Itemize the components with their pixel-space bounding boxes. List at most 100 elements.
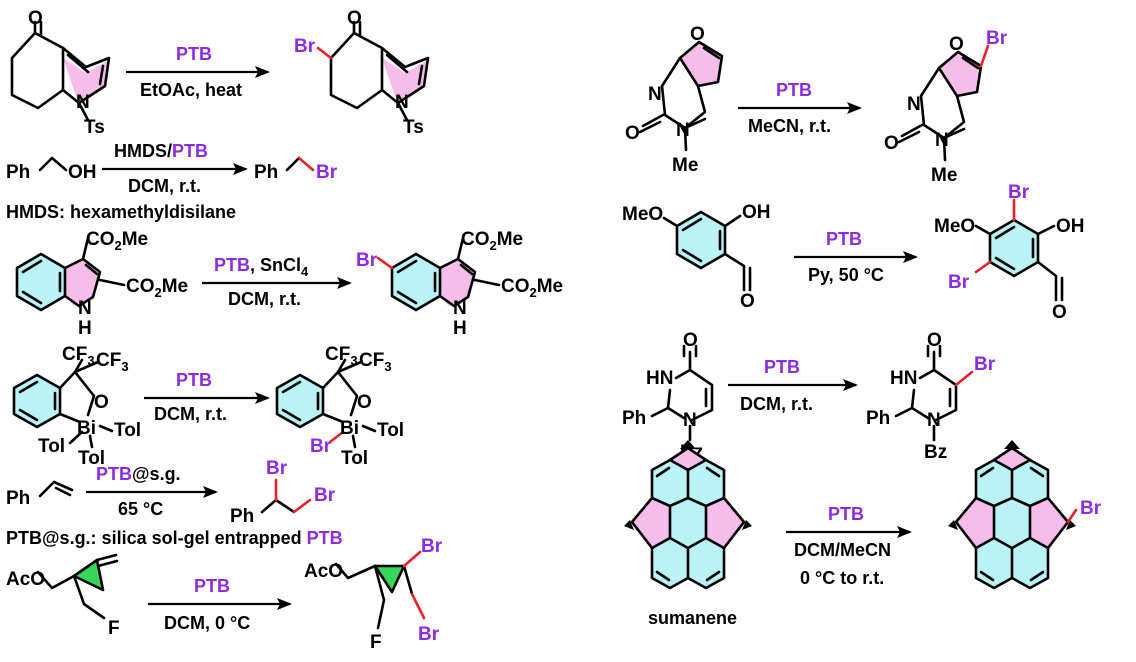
reagent-ptb: PTB (828, 504, 864, 524)
methyl-label: Me (931, 165, 957, 186)
tolyl-label: Tol (341, 448, 368, 469)
reagent-ptb: PTB (764, 357, 800, 377)
bromine-label: Br (418, 624, 440, 645)
carbonyl-o: O (625, 123, 640, 144)
benzyl-alcohol-reactant: Ph OH (6, 156, 97, 183)
phenyl-label: Ph (254, 162, 278, 183)
dibromo-methoxysalicylaldehyde-product: Br Br MeO OH O (934, 182, 1085, 323)
carbonyl-o: O (927, 330, 942, 351)
indole-n: N (395, 92, 409, 113)
cf3-label-left: CF3 (325, 344, 358, 368)
bromo-furopyrimidinone-product: Br O N O N Me (884, 28, 1008, 186)
arrow-6: PTB DCM, 0 °C (148, 576, 292, 633)
tetrahydroindolone-reactant: O N Ts (10, 8, 111, 138)
sumanene-label: sumanene (648, 608, 737, 628)
pyrimidine-n: N (648, 84, 662, 105)
dibromo-cyclopropane-product: AcO Br Br F (304, 536, 443, 653)
carbonyl-o: O (884, 133, 899, 154)
arrow-7: PTB MeCN, r.t. (738, 80, 862, 136)
conditions: DCM/MeCN (794, 540, 891, 560)
sumanene-reactant: sumanene (624, 440, 752, 628)
reaction-8: MeO OH O PTB Py, 50 °C Br Br MeO OH (622, 182, 1085, 323)
tolyl-label: Tol (114, 420, 141, 441)
furopyrimidinone-reactant: O N O N Me (625, 24, 724, 176)
bromine-label: Br (974, 354, 996, 375)
bromine-label: Br (948, 272, 970, 293)
indole-h: H (78, 318, 92, 339)
arrow-4: PTB DCM, r.t. (144, 370, 270, 424)
conditions: DCM, 0 °C (164, 613, 250, 633)
pyrimidine-n: N (927, 410, 941, 431)
ester-label-right: CO2Me (501, 276, 563, 300)
tosyl-label: Ts (84, 117, 105, 138)
aldehyde-o: O (1052, 302, 1067, 323)
reagent-ptb: PTB (194, 576, 230, 596)
acetoxy-label: AcO (6, 569, 45, 590)
methoxy-label: MeO (934, 216, 975, 237)
reaction-1: O N Ts PTB EtOAc, heat Br O N Ts (10, 8, 430, 138)
furan-o: O (690, 24, 705, 45)
reaction-9: O HN Ph N Bz PTB DCM, r.t. Br O HN Ph (622, 330, 996, 463)
ptbsg-note: PTB@s.g.: silica sol-gel entrapped PTB (6, 528, 343, 548)
reagent-ptb: PTB (826, 229, 862, 249)
tolyl-label: Tol (78, 448, 105, 469)
indole-diester-reactant: CO2Me CO2Me N H (15, 229, 188, 339)
reaction-4: CF3 CF3 O Bi Tol Tol Tol PTB DCM, r.t. C… (12, 344, 404, 469)
conditions: DCM, r.t. (128, 176, 201, 196)
pyrimidine-n: N (676, 120, 690, 141)
bromine-label: Br (266, 458, 288, 479)
indole-n: N (78, 298, 92, 319)
bromine-label: Br (294, 36, 316, 57)
arrow-5: PTB@s.g. 65 °C (86, 464, 218, 519)
conditions: DCM, r.t. (740, 394, 813, 414)
bromosumanene-product: Br (948, 440, 1102, 590)
bromine-label: Br (310, 436, 332, 457)
ester-label-right: CO2Me (126, 276, 188, 300)
fluorine-label: F (108, 618, 120, 639)
bromo-bismuth-product: CF3 CF3 O Bi Tol Br Tol (275, 344, 404, 469)
reaction-6: AcO F PTB DCM, 0 °C AcO Br Br F (6, 536, 443, 653)
tolyl-label: Tol (38, 436, 65, 457)
styrene-dibromide-product: Br Br Ph (230, 458, 336, 527)
pyrimidine-n: N (907, 94, 921, 115)
styrene-reactant: Ph (6, 480, 74, 509)
indole-n: N (76, 92, 90, 113)
arrow-10: PTB DCM/MeCN 0 °C to r.t. (786, 504, 912, 588)
reaction-10: sumanene PTB DCM/MeCN 0 °C to r.t. (624, 440, 1102, 628)
furan-o: O (949, 34, 964, 55)
ester-label-top: CO2Me (461, 229, 523, 253)
bismuth-label: Bi (340, 418, 359, 439)
ketone-o: O (28, 8, 43, 29)
reaction-3: CO2Me CO2Me N H PTB, SnCl4 DCM, r.t. Br … (15, 229, 563, 339)
hydroxyl-label: OH (742, 202, 771, 223)
conditions: MeCN, r.t. (748, 116, 831, 136)
hmds-note: HMDS: hexamethyldisilane (6, 202, 236, 222)
indole-n: N (453, 298, 467, 319)
tosyl-label: Ts (403, 117, 424, 138)
phenyl-label: Ph (6, 162, 30, 183)
bromine-label: Br (986, 28, 1008, 49)
arrow-3: PTB, SnCl4 DCM, r.t. (202, 255, 352, 309)
conditions: 65 °C (118, 499, 163, 519)
phenyl-label: Ph (6, 488, 30, 509)
reagent-ptb-sg: PTB@s.g. (96, 464, 181, 484)
bromo-tetrahydroindolone-product: Br O N Ts (294, 8, 430, 138)
oxygen-label: O (357, 392, 372, 413)
reagent-ptb: PTB (176, 44, 212, 64)
carbonyl-o: O (683, 330, 698, 351)
ester-label-top: CO2Me (86, 229, 148, 253)
reaction-7: O N O N Me PTB MeCN, r.t. Br O N O N (625, 24, 1008, 186)
bromine-label: Br (356, 250, 378, 271)
bromine-label: Br (421, 536, 443, 557)
bromine-label: Br (1080, 498, 1102, 519)
conditions: Py, 50 °C (808, 265, 884, 285)
bismuth-label: Bi (77, 418, 96, 439)
phenyl-label: Ph (230, 506, 254, 527)
arrow-8: PTB Py, 50 °C (794, 229, 918, 285)
hydroxyl-label: OH (68, 162, 97, 183)
bromine-label: Br (316, 162, 338, 183)
methyl-label: Me (672, 155, 698, 176)
reaction-5: Ph PTB@s.g. 65 °C Br Br Ph PTB@s.g.: sil… (6, 458, 343, 548)
reagent-ptb: PTB (176, 370, 212, 390)
